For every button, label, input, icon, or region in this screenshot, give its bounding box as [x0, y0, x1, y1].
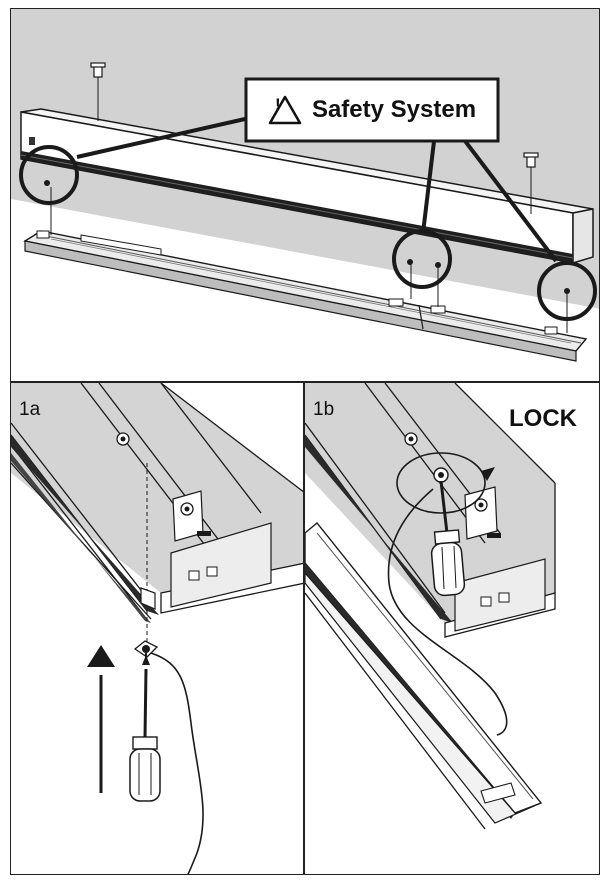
safety-system-callout: Safety System [246, 79, 498, 141]
diffuser-cover [305, 522, 543, 830]
overview-illustration [11, 9, 599, 381]
screwdriver-icon [430, 480, 466, 597]
safety-system-label: Safety System [311, 96, 477, 123]
safety-wire [387, 488, 508, 736]
step-1b-label: 1b [313, 399, 335, 420]
safety-bracket [464, 486, 498, 540]
rotation-arrow-icon [396, 452, 495, 514]
warning-symbol: ! [275, 95, 281, 114]
safety-point-circle [392, 229, 452, 289]
step-1b-illustration [305, 383, 556, 830]
step-1a-illustration [11, 383, 303, 874]
profile-interior [305, 383, 555, 623]
warning-triangle-icon [268, 95, 302, 125]
rail-end-cap [29, 137, 35, 145]
screwdriver-icon [129, 655, 161, 802]
step-1b-panel: 1b LOCK [304, 382, 600, 875]
safety-point-circle [19, 145, 79, 205]
callout-leaders [76, 117, 558, 263]
mounting-screw-icon [523, 152, 539, 214]
up-arrow-icon [87, 645, 115, 793]
step-1a-panel: 1a [10, 382, 304, 875]
safety-wire [150, 652, 204, 874]
step-1a-label: 1a [19, 399, 41, 420]
lock-label: LOCK [509, 405, 577, 432]
safety-system-overview-panel: Safety System ! [10, 8, 600, 382]
safety-point-circle [537, 261, 597, 321]
mounting-screw-icon [90, 62, 106, 121]
luminaire-body [23, 230, 588, 362]
